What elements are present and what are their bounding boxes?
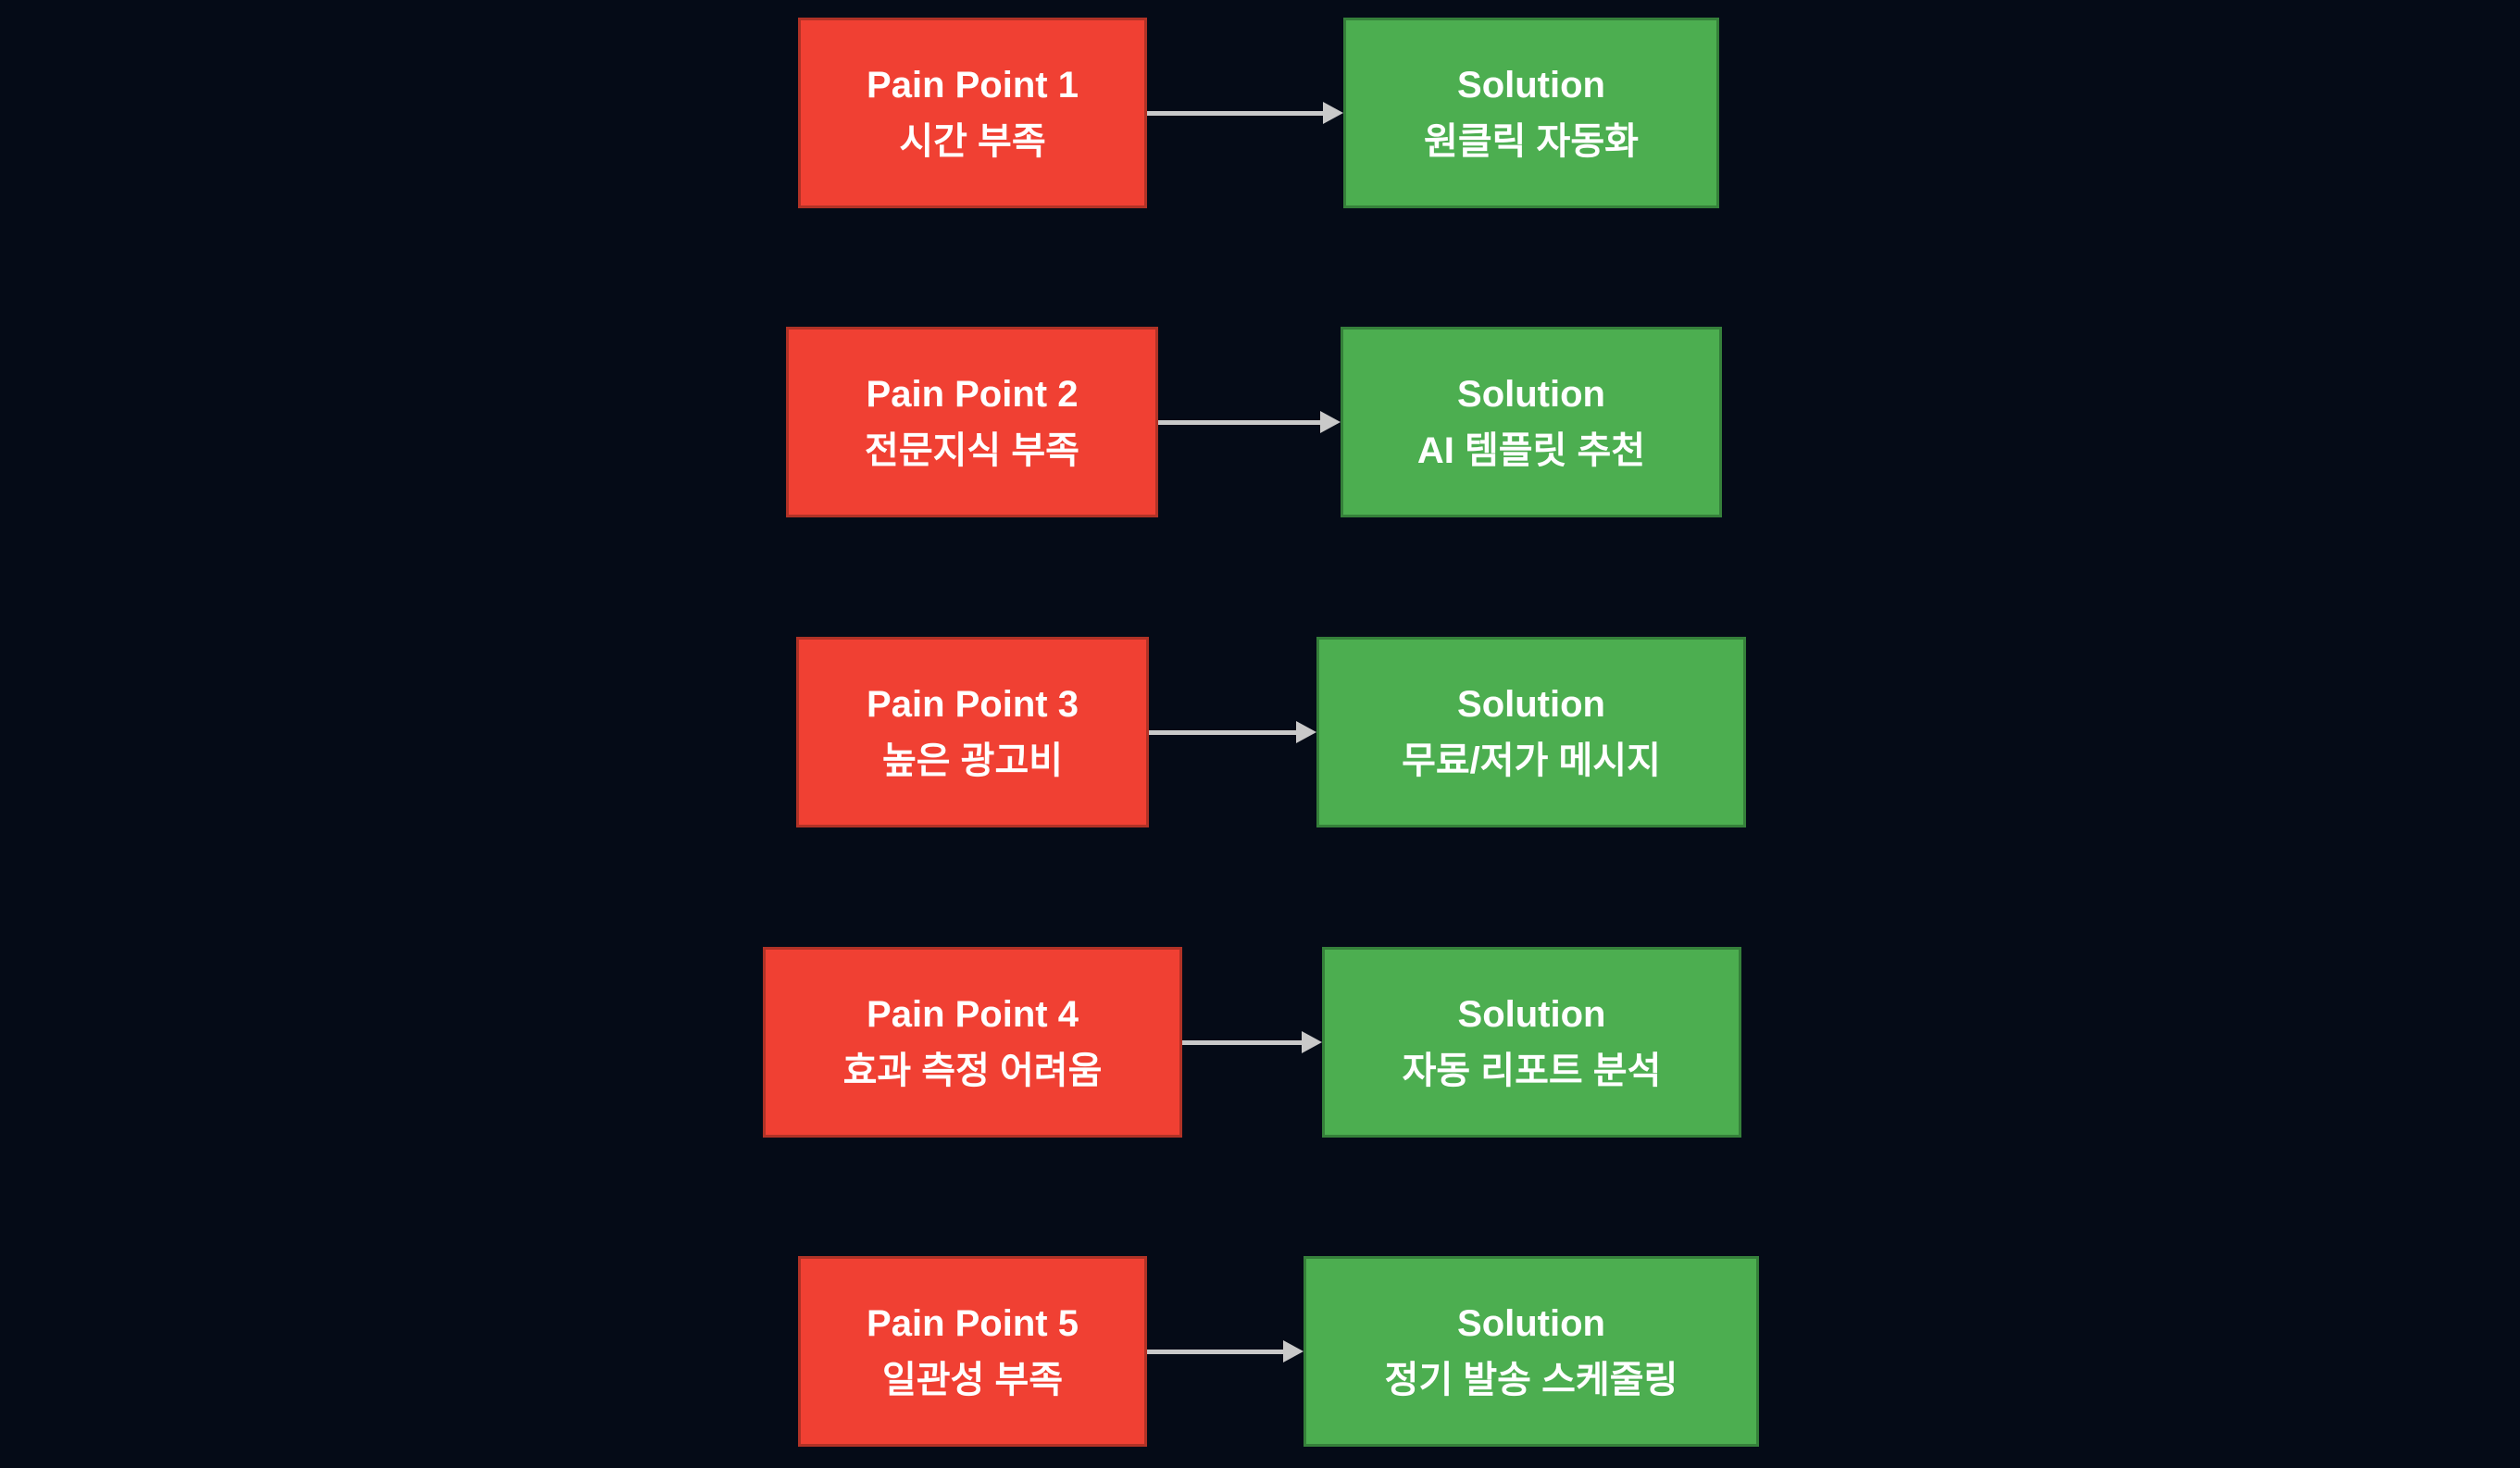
solution-3-text: 무료/저가 메시지 (1402, 740, 1661, 781)
solution-2-node: Solution AI 템플릿 추천 (1341, 327, 1722, 517)
arrow-2-shaft (1158, 419, 1322, 425)
solution-3-node: Solution 무료/저가 메시지 (1316, 637, 1746, 827)
pain-point-5-title: Pain Point 5 (867, 1302, 1079, 1344)
solution-3-title: Solution (1457, 683, 1605, 725)
solution-2-text: AI 템플릿 추천 (1416, 429, 1646, 471)
solution-1-title: Solution (1457, 64, 1605, 106)
solution-5-title: Solution (1457, 1302, 1605, 1344)
pain-point-3-title: Pain Point 3 (867, 683, 1079, 725)
pain-point-4-text: 효과 측정 어려움 (842, 1050, 1103, 1091)
arrow-1-head-icon (1323, 102, 1343, 124)
arrow-3-head-icon (1296, 721, 1316, 743)
solution-1-text: 원클릭 자동화 (1424, 120, 1639, 162)
arrow-4-head-icon (1302, 1031, 1322, 1053)
solution-5-node: Solution 정기 발송 스케줄링 (1304, 1256, 1759, 1447)
pain-point-3-text: 높은 광고비 (881, 740, 1064, 781)
pain-point-1-title: Pain Point 1 (867, 64, 1079, 106)
pain-point-2-node: Pain Point 2 전문지식 부족 (786, 327, 1158, 517)
arrow-3-shaft (1149, 729, 1298, 735)
pain-point-2-title: Pain Point 2 (866, 373, 1079, 415)
pain-point-4-node: Pain Point 4 효과 측정 어려움 (763, 947, 1182, 1138)
solution-1-node: Solution 원클릭 자동화 (1343, 18, 1719, 208)
pain-point-5-text: 일관성 부족 (881, 1359, 1064, 1400)
arrow-1-shaft (1147, 110, 1325, 116)
solution-4-node: Solution 자동 리포트 분석 (1322, 947, 1741, 1138)
pain-point-4-title: Pain Point 4 (867, 993, 1079, 1035)
pain-point-2-text: 전문지식 부족 (865, 429, 1079, 471)
arrow-5-shaft (1147, 1349, 1285, 1354)
pain-point-1-text: 시간 부족 (899, 120, 1046, 162)
pain-point-1-node: Pain Point 1 시간 부족 (798, 18, 1147, 208)
arrow-2-head-icon (1320, 411, 1341, 433)
solution-2-title: Solution (1457, 373, 1605, 415)
arrow-4-shaft (1182, 1039, 1304, 1045)
solution-5-text: 정기 발송 스케줄링 (1384, 1359, 1678, 1400)
arrow-5-head-icon (1283, 1340, 1304, 1362)
pain-point-5-node: Pain Point 5 일관성 부족 (798, 1256, 1147, 1447)
solution-4-text: 자동 리포트 분석 (1402, 1050, 1662, 1091)
solution-4-title: Solution (1457, 993, 1606, 1035)
pain-point-3-node: Pain Point 3 높은 광고비 (796, 637, 1149, 827)
